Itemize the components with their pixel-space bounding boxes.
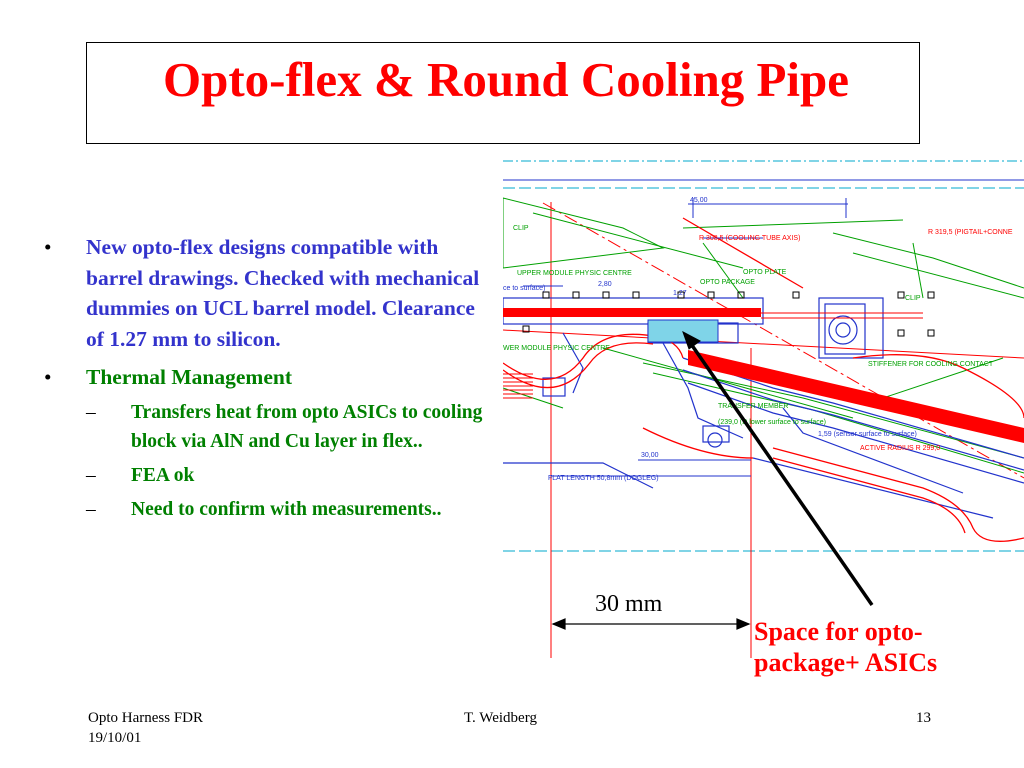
hatched-block bbox=[503, 373, 533, 399]
svg-text:2,80: 2,80 bbox=[598, 281, 612, 288]
bullet-dot: • bbox=[44, 365, 52, 389]
cooling-pipe-bar bbox=[688, 350, 1024, 443]
footer-date: 19/10/01 bbox=[88, 730, 142, 746]
svg-text:30,00: 30,00 bbox=[641, 452, 659, 459]
svg-text:TRANSFER MEMBER: TRANSFER MEMBER bbox=[718, 403, 788, 410]
svg-text:ce to surface): ce to surface) bbox=[503, 285, 545, 292]
callout-label: Space for opto-package+ ASICs bbox=[754, 617, 938, 677]
sub-bullet-item: – Need to confirm with measurements.. bbox=[86, 495, 494, 524]
svg-text:45,00: 45,00 bbox=[690, 197, 708, 204]
svg-text:UPPER MODULE PHYSIC CENTRE: UPPER MODULE PHYSIC CENTRE bbox=[517, 270, 632, 277]
bullet-item: • Thermal Management bbox=[44, 362, 494, 393]
page-number: 13 bbox=[916, 710, 931, 726]
drawing-labels: 45,00 R 308,5 (COOLING TUBE AXIS) R 319,… bbox=[503, 197, 1013, 482]
bullet-text: New opto-flex designs compatible with ba… bbox=[86, 235, 480, 351]
svg-text:CLIP: CLIP bbox=[905, 295, 921, 302]
svg-text:1,59 (sensor surface to surfac: 1,59 (sensor surface to surface) bbox=[818, 431, 917, 438]
dimension-label: 30 mm bbox=[595, 591, 663, 617]
sub-bullet-item: – Transfers heat from opto ASICs to cool… bbox=[86, 398, 494, 456]
svg-text:ACTIVE RADIUS R 299,0: ACTIVE RADIUS R 299,0 bbox=[860, 445, 940, 452]
svg-text:R 308,5 (COOLING TUBE AXIS): R 308,5 (COOLING TUBE AXIS) bbox=[699, 235, 800, 242]
slide-title: Opto-flex & Round Cooling Pipe bbox=[162, 52, 850, 107]
cad-drawing: 45,00 R 308,5 (COOLING TUBE AXIS) R 319,… bbox=[503, 160, 1024, 658]
footer-left: Opto Harness FDR 19/10/01 bbox=[88, 708, 203, 748]
title-box: Opto-flex & Round Cooling Pipe bbox=[86, 42, 920, 144]
dimension-30mm bbox=[551, 618, 751, 630]
svg-text:R 319,5 (PIGTAIL+CONNE: R 319,5 (PIGTAIL+CONNE bbox=[928, 229, 1013, 236]
footer-author: T. Weidberg bbox=[464, 710, 537, 726]
sub-bullet-text: Need to confirm with measurements.. bbox=[131, 498, 442, 520]
bullet-text: Thermal Management bbox=[86, 365, 293, 389]
opto-package-block bbox=[647, 319, 719, 343]
sub-bullet-item: – FEA ok bbox=[86, 461, 494, 490]
svg-text:FLAT LENGTH 50,8mm (DOGLEG): FLAT LENGTH 50,8mm (DOGLEG) bbox=[548, 475, 659, 482]
callout-arrow bbox=[682, 330, 874, 606]
sub-bullet-text: FEA ok bbox=[131, 464, 195, 486]
construction-lines bbox=[503, 160, 1024, 658]
sub-bullet-dash: – bbox=[86, 401, 96, 423]
svg-text:STIFFENER FOR COOLING CONTACT: STIFFENER FOR COOLING CONTACT bbox=[868, 361, 994, 368]
svg-text:CLIP: CLIP bbox=[513, 225, 529, 232]
cooling-pipe-bar bbox=[503, 308, 761, 317]
svg-text:(239,0 (Ω lower surface to sur: (239,0 (Ω lower surface to surface) bbox=[718, 419, 826, 426]
sub-bullet-dash: – bbox=[86, 498, 96, 520]
svg-text:1,27: 1,27 bbox=[673, 290, 687, 297]
svg-text:OPTO PLATE: OPTO PLATE bbox=[743, 269, 787, 276]
bullet-list: • New opto-flex designs compatible with … bbox=[44, 232, 494, 524]
bullet-item: • New opto-flex designs compatible with … bbox=[44, 232, 494, 354]
opto-flex-curves bbox=[503, 217, 1024, 542]
footer-event: Opto Harness FDR bbox=[88, 710, 203, 726]
dimension-leaders bbox=[523, 237, 763, 477]
svg-text:OPTO PACKAGE: OPTO PACKAGE bbox=[700, 279, 755, 286]
bullet-dot: • bbox=[44, 235, 52, 259]
svg-text:WER MODULE PHYSIC CENTRE: WER MODULE PHYSIC CENTRE bbox=[503, 345, 610, 352]
sub-bullet-dash: – bbox=[86, 464, 96, 486]
sub-bullet-text: Transfers heat from opto ASICs to coolin… bbox=[131, 401, 483, 452]
